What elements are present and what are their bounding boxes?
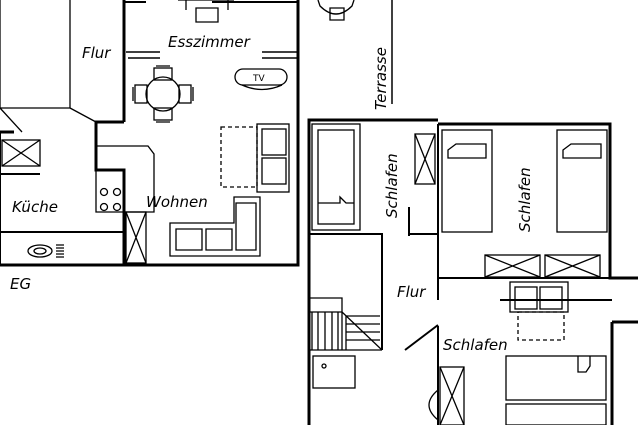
bed-1 — [441, 129, 493, 233]
label-eg: EG — [10, 275, 31, 293]
stove — [99, 187, 122, 212]
bath-cabinet — [414, 133, 436, 185]
bathtub — [311, 123, 361, 231]
label-flur-eg: Flur — [82, 44, 111, 62]
coffee-table — [220, 126, 258, 188]
sink-icon — [27, 244, 64, 258]
sofa-right — [256, 123, 290, 193]
label-schlafen-1: Schlafen — [383, 153, 401, 218]
side-table — [517, 311, 565, 341]
kitchen-cabinet — [1, 139, 41, 167]
hallway-cabinet — [125, 211, 147, 264]
kitchen-counter — [95, 145, 155, 213]
kitchen-wall — [0, 132, 124, 265]
og-outer-wall — [307, 118, 638, 425]
label-tv: TV — [252, 74, 265, 84]
upper-floor — [307, 118, 638, 425]
bed-2 — [556, 129, 608, 233]
dining-table — [132, 65, 194, 123]
label-wohnen: Wohnen — [146, 193, 208, 211]
appliance-box — [312, 355, 356, 389]
cabinet-bottom — [439, 366, 465, 425]
og-interior-wall — [309, 124, 612, 425]
bed-4 — [505, 403, 607, 425]
label-kueche: Küche — [12, 198, 58, 216]
staircase — [309, 297, 383, 351]
label-terrasse: Terrasse — [372, 47, 390, 110]
wardrobe-1 — [484, 254, 541, 278]
eg-outer-wall — [0, 0, 300, 267]
dining-chair-top — [178, 0, 355, 23]
bed-3 — [505, 355, 607, 401]
label-schlafen-2: Schlafen — [516, 167, 534, 232]
corner-sofa — [169, 196, 261, 257]
label-schlafen-3: Schlafen — [443, 336, 508, 354]
tv-icon — [234, 68, 288, 91]
flur-wall-segment — [126, 51, 298, 59]
armchair — [509, 281, 569, 313]
appliance-dot-icon — [321, 363, 327, 369]
ground-floor — [0, 0, 355, 267]
label-flur-og: Flur — [397, 283, 426, 301]
basin-icon — [428, 388, 439, 422]
flur-stair — [0, 0, 97, 133]
label-esszimmer: Esszimmer — [168, 33, 251, 51]
wardrobe-2 — [544, 254, 601, 278]
